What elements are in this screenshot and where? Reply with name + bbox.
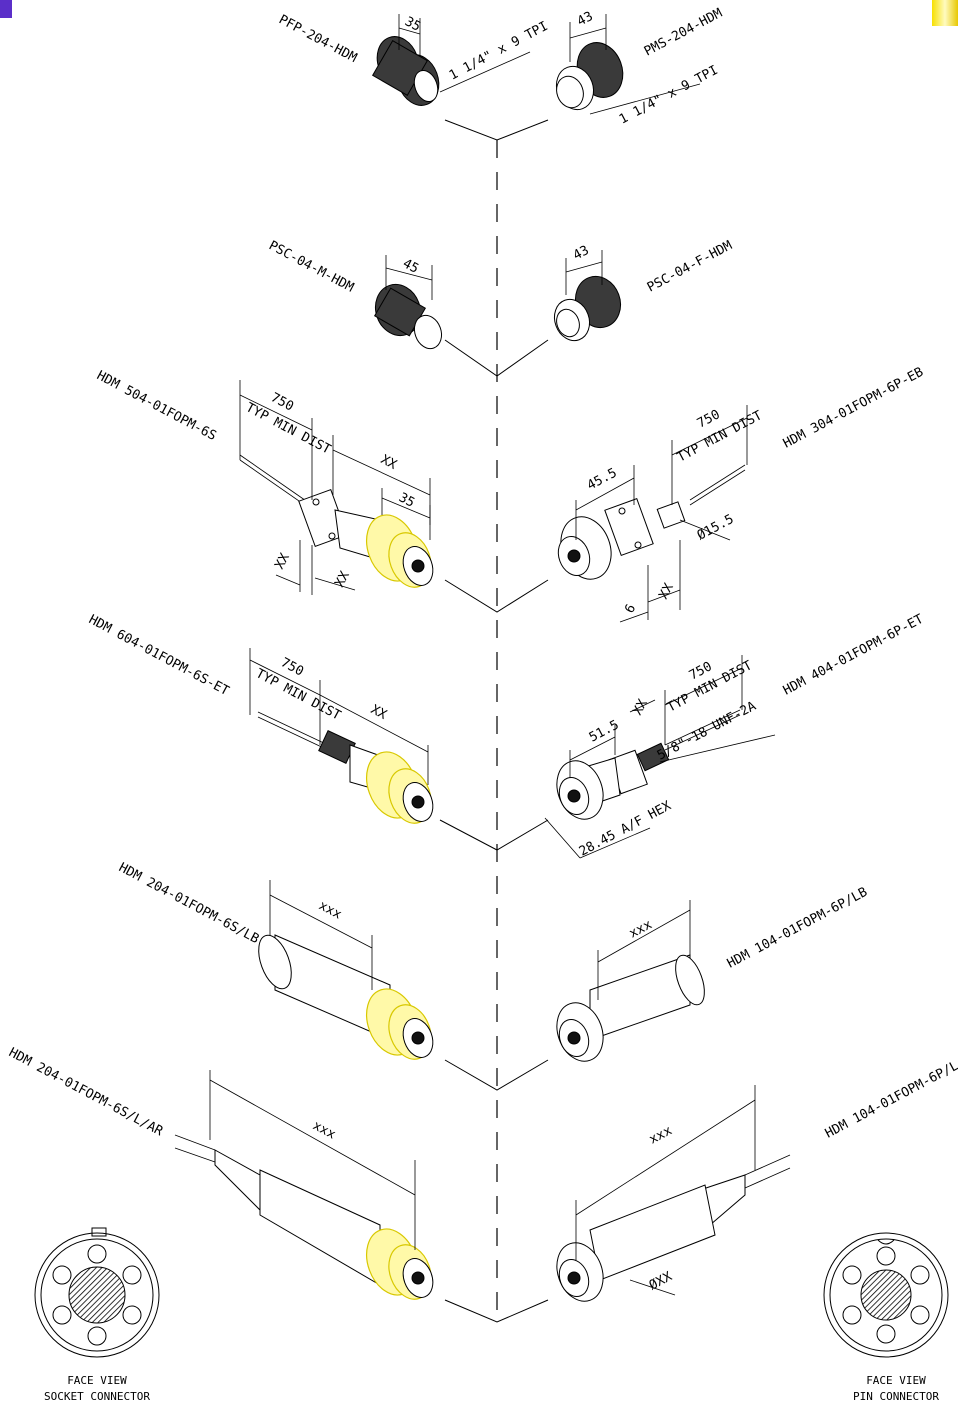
dim-15-5: Ø15.5 [695, 512, 737, 544]
hdm604-connector [257, 711, 434, 824]
dim-xxx-204lb: xxx [316, 898, 344, 922]
dim-750-304: 750 [695, 407, 723, 431]
pin-face-view-label: FACE VIEW [866, 1374, 926, 1387]
dim-51-5: 51.5 [587, 718, 622, 746]
dimension-labels: 35 1 1/4" x 9 TPI 43 1 1/4" x 9 TPI 45 4… [243, 9, 765, 1294]
dim-43-pms: 43 [575, 9, 596, 30]
dim-43-psc: 43 [571, 243, 592, 264]
label-hdm204lb: HDM 204-01FOPM-6S/LB [116, 860, 261, 947]
hdm204ar-connector [174, 1134, 434, 1300]
dim-45-psc: 45 [400, 256, 421, 277]
label-hdm604: HDM 604-01FOPM-6S-ET [86, 612, 231, 699]
dim-xxx-204ar: xxx [310, 1118, 338, 1142]
pms-cap [555, 42, 624, 111]
dim-xxx-104ar: xxx [647, 1123, 675, 1147]
label-hdm404: HDM 404-01FOPM-6P-ET [781, 612, 926, 699]
label-hdm104ar: HDM 104-01FOPM-6P/L/AR [823, 1047, 958, 1141]
dim-35-pfp: 35 [402, 14, 423, 35]
socket-connector-label: SOCKET CONNECTOR [44, 1390, 150, 1403]
label-pfp: PFP-204-HDM [276, 12, 359, 66]
dim-xx-404: XX [630, 697, 651, 718]
center-axis [439, 119, 549, 1323]
hdm504-connector [239, 454, 434, 588]
face-view-socket: FACE VIEW SOCKET CONNECTOR [34, 1227, 160, 1403]
hdm104lb-connector [556, 954, 705, 1062]
label-pms: PMS-204-HDM [642, 6, 725, 60]
label-hdm304: HDM 304-01FOPM-6P-EB [781, 365, 926, 452]
dim-thread-pfp: 1 1/4" x 9 TPI [447, 19, 551, 84]
face-view-pin: FACE VIEW PIN CONNECTOR [823, 1232, 949, 1403]
label-psc-m: PSC-04-M-HDM [266, 238, 356, 295]
corner-badge-right [932, 0, 958, 26]
psc-m-cap [373, 283, 443, 350]
dim-45-5: 45.5 [585, 466, 620, 494]
corner-badge-left [0, 0, 12, 18]
label-hdm204ar: HDM 204-01FOPM-6S/L/AR [6, 1045, 165, 1139]
psc-f-cap [553, 275, 622, 342]
label-hdm504: HDM 504-01FOPM-6S [94, 368, 219, 444]
dim-thread-pms: 1 1/4" x 9 TPI [617, 63, 721, 128]
label-hdm104lb: HDM 104-01FOPM-6P/LB [725, 885, 870, 972]
dim-xx-504a: XX [378, 452, 399, 473]
socket-face-view-label: FACE VIEW [67, 1374, 127, 1387]
dim-6: 6 [622, 602, 639, 616]
part-labels: PFP-204-HDM PMS-204-HDM PSC-04-M-HDM PSC… [6, 6, 958, 1142]
dim-35-504: 35 [396, 490, 417, 511]
dim-xx-504b: XX [272, 551, 293, 572]
pfp-cap [371, 36, 440, 106]
label-psc-f: PSC-04-F-HDM [645, 238, 735, 295]
pin-connector-label: PIN CONNECTOR [853, 1390, 939, 1403]
hdm204lb-connector [258, 934, 434, 1060]
dimension-lines [209, 14, 776, 1296]
hdm304-connector [557, 464, 746, 580]
hdm404-connector [556, 709, 741, 820]
dim-xx-304: XX [656, 581, 677, 602]
dim-xx-604: XX [368, 702, 389, 723]
dim-xx-504c: XX [332, 569, 353, 590]
hdm104ar-connector [556, 1154, 791, 1302]
